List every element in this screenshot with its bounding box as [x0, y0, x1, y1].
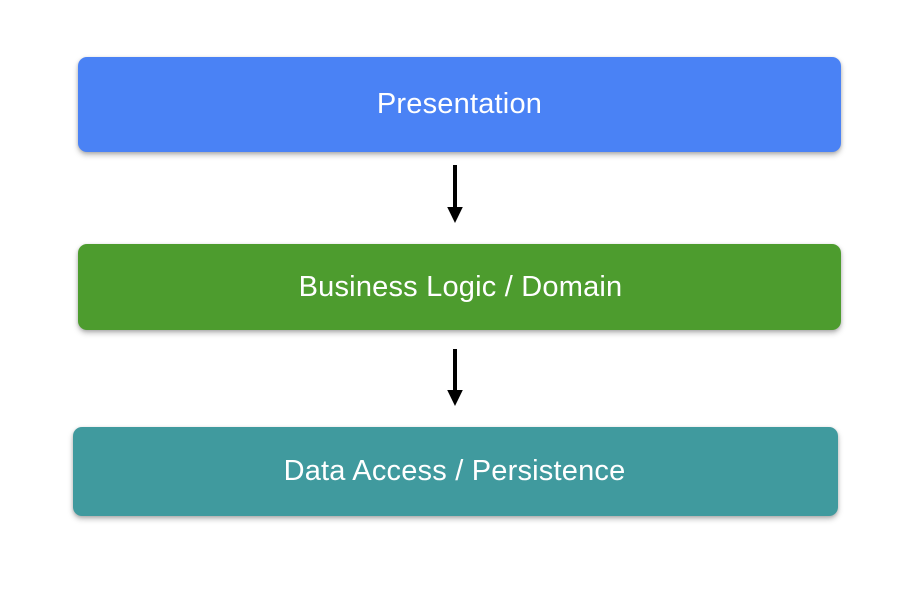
arrow-presentation-to-business-icon [447, 165, 463, 223]
layer-label-presentation: Presentation [376, 88, 543, 120]
arrow-business-to-data-icon [447, 349, 463, 406]
layer-box-data-access[interactable]: Data Access / Persistence [73, 427, 838, 516]
layer-box-business-logic[interactable]: Business Logic / Domain [78, 244, 841, 330]
layer-label-business-logic: Business Logic / Domain [298, 270, 623, 303]
layer-box-presentation[interactable]: Presentation [78, 57, 841, 152]
layer-label-data-access: Data Access / Persistence [283, 455, 626, 487]
